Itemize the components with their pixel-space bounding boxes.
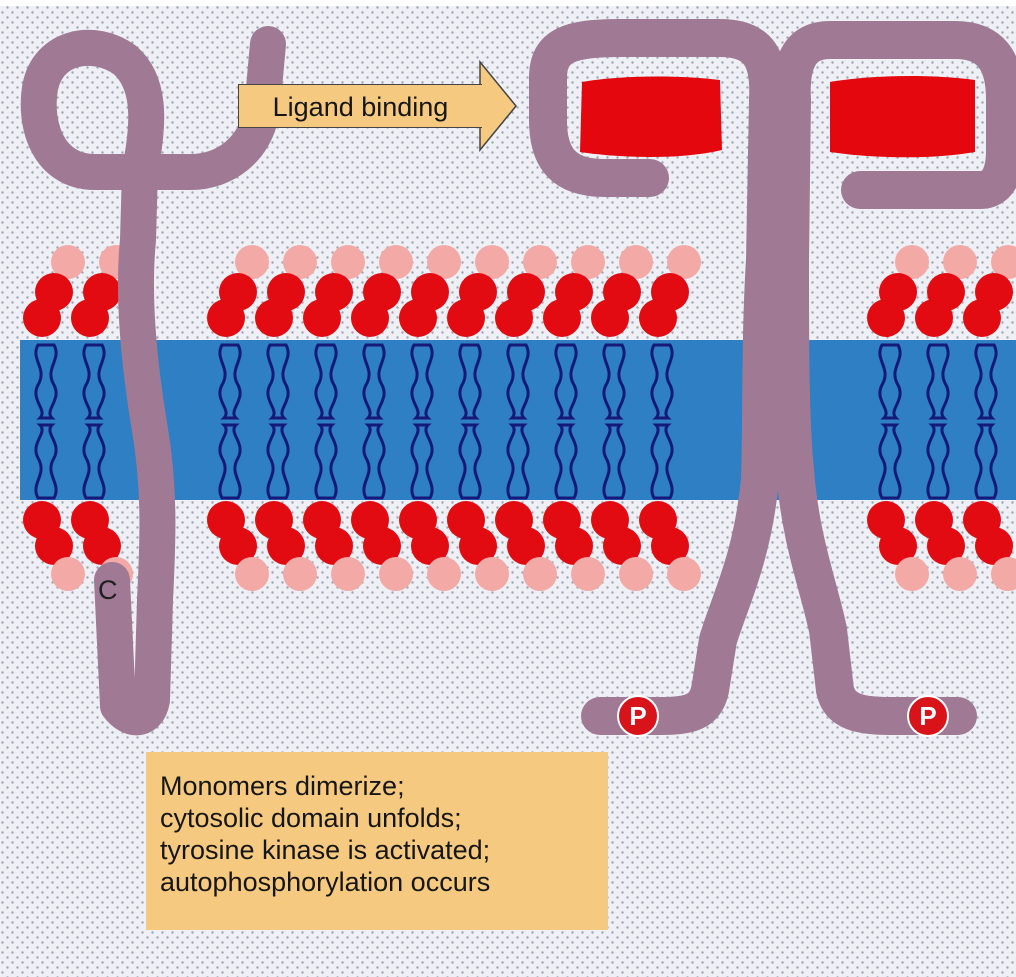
lipid-head-inner-light xyxy=(475,557,509,591)
lipid-head-inner-light xyxy=(427,557,461,591)
caption-line-4: autophosphorylation occurs xyxy=(160,866,608,898)
caption-box: Monomers dimerize; cytosolic domain unfo… xyxy=(146,752,608,930)
lipid-head-inner-light xyxy=(283,557,317,591)
lipid-head-inner-light xyxy=(619,557,653,591)
lipid-head-outer xyxy=(591,299,629,337)
caption-line-3: tyrosine kinase is activated; xyxy=(160,834,608,866)
ligand-binding-label: Ligand binding xyxy=(238,84,482,128)
lipid-head-inner-light xyxy=(379,557,413,591)
lipid-head-inner-light xyxy=(331,557,365,591)
phosphate-right-label: P xyxy=(908,696,948,736)
ligand-left xyxy=(580,76,722,157)
caption-line-1: Monomers dimerize; xyxy=(160,770,608,802)
lipid-head-inner-light xyxy=(895,557,929,591)
lipid-head-outer xyxy=(71,299,109,337)
lipid-head-inner-light xyxy=(51,557,85,591)
lipid-head-outer xyxy=(207,299,245,337)
lipid-head-outer xyxy=(639,299,677,337)
lipid-head-inner-light xyxy=(943,557,977,591)
c-terminus-label: C xyxy=(98,575,118,606)
lipid-head-outer xyxy=(867,299,905,337)
lipid-head-inner-light xyxy=(667,557,701,591)
caption-line-2: cytosolic domain unfolds; xyxy=(160,802,608,834)
top-border xyxy=(0,0,1016,6)
lipid-head-outer xyxy=(447,299,485,337)
lipid-head-outer xyxy=(255,299,293,337)
lipid-head-inner-light xyxy=(235,557,269,591)
lipid-head-outer xyxy=(23,299,61,337)
lipid-head-outer xyxy=(915,299,953,337)
phosphate-left-label: P xyxy=(618,696,658,736)
ligand-right xyxy=(830,76,975,157)
lipid-head-outer xyxy=(303,299,341,337)
lipid-head-outer xyxy=(351,299,389,337)
lipid-head-outer xyxy=(399,299,437,337)
lipid-head-inner-light xyxy=(571,557,605,591)
lipid-head-outer xyxy=(495,299,533,337)
lipid-head-outer xyxy=(963,299,1001,337)
lipid-head-outer xyxy=(543,299,581,337)
lipid-head-inner-light xyxy=(523,557,557,591)
